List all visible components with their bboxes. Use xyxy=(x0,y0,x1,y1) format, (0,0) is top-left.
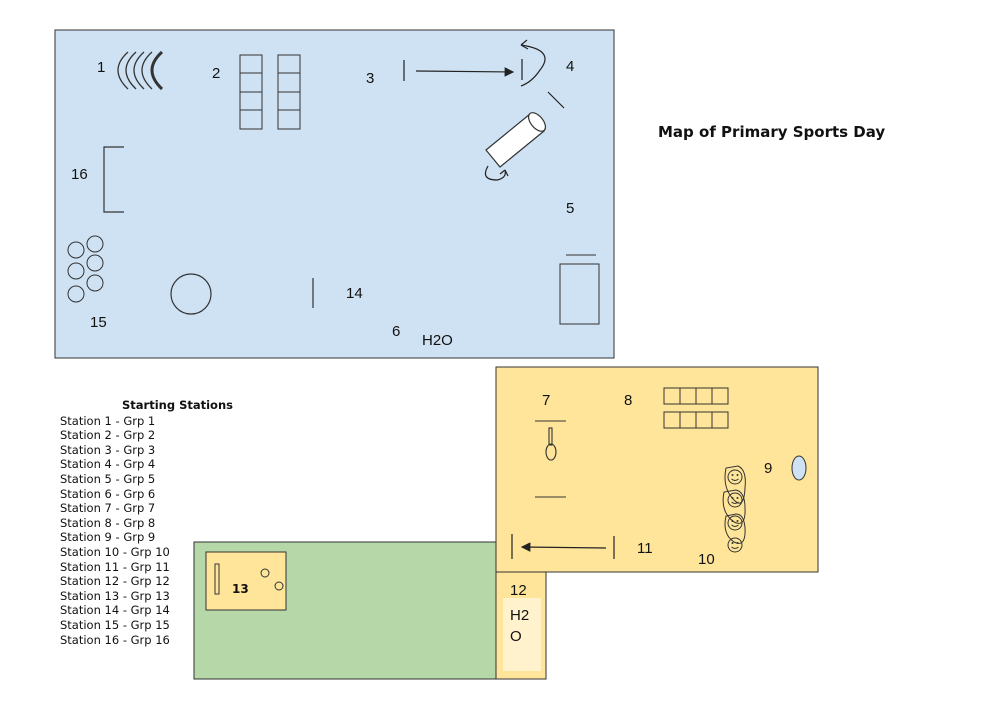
mats-icon xyxy=(663,387,729,429)
station-8-label: 8 xyxy=(624,392,632,409)
station-3-label: 3 xyxy=(366,70,374,87)
legend-item-4: Station 4 - Grp 4 xyxy=(60,457,156,472)
legend-item-5: Station 5 - Grp 5 xyxy=(60,471,156,486)
legend-item-9: Station 9 - Grp 9 xyxy=(60,530,156,545)
station-2-label: 2 xyxy=(212,65,220,82)
goal-icon xyxy=(103,146,124,213)
map-title: Map of Primary Sports Day xyxy=(658,123,886,141)
tunnel-icon xyxy=(485,112,547,168)
legend-item-2: Station 2 - Grp 2 xyxy=(60,428,156,443)
sprint-arrow-icon xyxy=(511,534,615,559)
station-16-label: 16 xyxy=(71,166,88,183)
water-station-box xyxy=(503,598,541,671)
water-label-annex-1: H2 xyxy=(510,607,529,624)
legend-item-3: Station 3 - Grp 3 xyxy=(60,442,156,457)
legend-item-7: Station 7 - Grp 7 xyxy=(60,501,156,516)
legend-item-6: Station 6 - Grp 6 xyxy=(60,486,156,501)
sprint-arrow-icon xyxy=(403,59,523,81)
station-15-label: 15 xyxy=(90,314,107,331)
hoop-icon xyxy=(170,273,212,315)
legend-item-1: Station 1 - Grp 1 xyxy=(60,413,156,428)
target-icon xyxy=(214,563,284,595)
hurdles-icon xyxy=(117,50,164,91)
legend-item-10: Station 10 - Grp 10 xyxy=(60,544,170,559)
mats-icon xyxy=(239,54,301,130)
smiley-faces-icon xyxy=(722,465,746,553)
water-label-annex-2: O xyxy=(510,628,522,645)
balls-icon xyxy=(67,235,104,303)
station-9-label: 9 xyxy=(764,460,772,477)
main-field xyxy=(54,29,615,359)
curved-arrow-icon xyxy=(484,165,509,181)
station-11-label: 11 xyxy=(637,540,653,557)
legend-item-14: Station 14 - Grp 14 xyxy=(60,603,170,618)
starting-stations-legend: Starting Stations Station 1 - Grp 1 Stat… xyxy=(60,398,233,647)
legend-item-15: Station 15 - Grp 15 xyxy=(60,617,170,632)
station-10-label: 10 xyxy=(698,551,715,568)
legend-item-13: Station 13 - Grp 13 xyxy=(60,588,170,603)
legend-item-8: Station 8 - Grp 8 xyxy=(60,515,156,530)
station-7-label: 7 xyxy=(542,392,550,409)
yellow-area xyxy=(495,366,819,573)
spoon-icon xyxy=(535,420,566,498)
station-6-label: 6 xyxy=(392,323,400,340)
mat-icon xyxy=(559,254,600,325)
station-1-label: 1 xyxy=(97,59,105,76)
station-13-label: 13 xyxy=(232,582,249,596)
legend-item-16: Station 16 - Grp 16 xyxy=(60,632,170,647)
legend-item-11: Station 11 - Grp 11 xyxy=(60,559,170,574)
station-13-box xyxy=(205,551,287,611)
station-12-label: 12 xyxy=(510,582,527,599)
water-label-main: H2O xyxy=(422,332,453,349)
station-5-label: 5 xyxy=(566,200,574,217)
target-ellipse-icon xyxy=(791,455,807,481)
legend-heading: Starting Stations xyxy=(122,398,233,412)
station-14-label: 14 xyxy=(346,285,363,302)
curved-arrow-icon xyxy=(520,39,565,109)
legend-item-12: Station 12 - Grp 12 xyxy=(60,574,170,589)
station-4-label: 4 xyxy=(566,58,574,75)
